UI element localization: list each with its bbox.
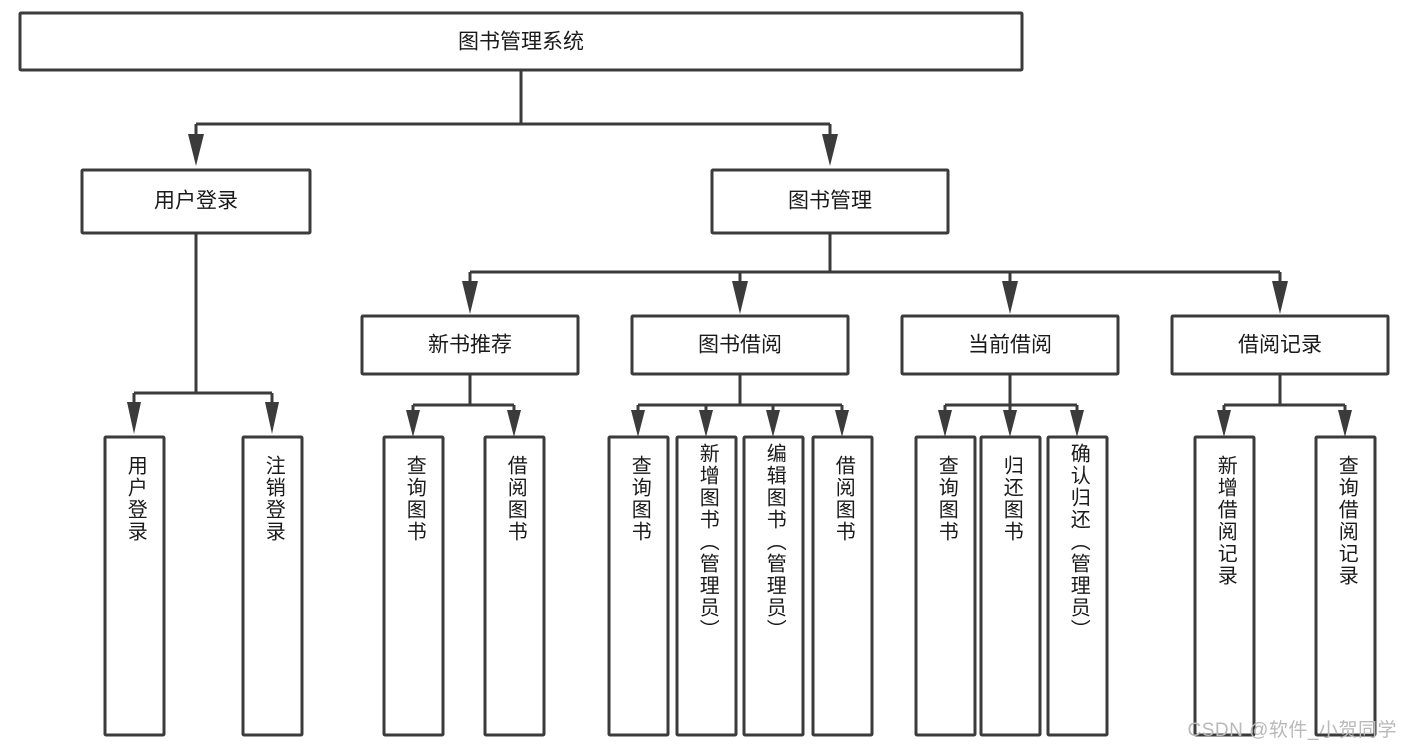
node-leaf-query-record[interactable] — [1314, 435, 1377, 737]
node-book-borrow[interactable] — [630, 314, 850, 376]
arrow-head-leaf-confirm-return — [1070, 410, 1084, 437]
node-leaf-query-book-3[interactable] — [914, 435, 977, 737]
arrow-head-new-book-rec — [462, 281, 478, 314]
arrow-head-leaf-borrow-book-1 — [507, 410, 521, 437]
arrow-head-leaf-query-book-3 — [938, 410, 952, 437]
arrow-head-leaf-query-book-1 — [406, 410, 420, 437]
node-root[interactable] — [18, 11, 1024, 72]
arrow-head-leaf-edit-book — [766, 410, 780, 437]
node-user-login[interactable] — [80, 168, 312, 235]
node-leaf-add-book[interactable] — [675, 435, 738, 737]
node-new-book-rec[interactable] — [360, 314, 580, 376]
node-leaf-borrow-book-1[interactable] — [483, 435, 546, 737]
node-layer: 图书管理系统 用户登录 图书管理 新书推荐 图书借阅 当前借阅 借阅记录 — [18, 11, 1390, 737]
node-book-manage-label: 图书管理 — [788, 190, 872, 213]
arrow-head-user-login — [188, 134, 204, 166]
node-leaf-user-login[interactable] — [103, 435, 166, 737]
node-new-book-rec-label: 新书推荐 — [428, 334, 512, 357]
arrow-head-book-borrow — [732, 281, 748, 314]
arrow-head-current-borrow — [1002, 281, 1018, 314]
arrow-head-leaf-user-login — [127, 402, 141, 434]
node-borrow-record[interactable] — [1170, 314, 1390, 376]
node-leaf-query-book-1[interactable] — [382, 435, 445, 737]
arrow-head-leaf-add-book — [699, 410, 713, 437]
arrow-head-leaf-return-book — [1003, 410, 1017, 437]
node-root-label: 图书管理系统 — [458, 31, 584, 54]
arrow-head-leaf-query-record — [1338, 410, 1352, 437]
arrow-head-leaf-add-record — [1217, 410, 1231, 437]
node-user-login-label: 用户登录 — [154, 190, 238, 213]
arrow-head-leaf-query-book-2 — [631, 410, 645, 437]
node-current-borrow-label: 当前借阅 — [968, 334, 1052, 357]
node-book-borrow-label: 图书借阅 — [698, 334, 782, 357]
node-leaf-logout-login[interactable] — [241, 435, 304, 737]
node-current-borrow[interactable] — [900, 314, 1120, 376]
node-leaf-confirm-return[interactable] — [1046, 435, 1109, 737]
node-leaf-return-book[interactable] — [979, 435, 1042, 737]
node-leaf-edit-book[interactable] — [742, 435, 805, 737]
node-borrow-record-label: 借阅记录 — [1238, 334, 1322, 357]
csdn-watermark: CSDN @软件_小贺同学 — [1187, 720, 1397, 741]
connector-layer — [127, 70, 1352, 437]
node-leaf-borrow-book-2[interactable] — [811, 435, 874, 737]
node-leaf-query-book-2[interactable] — [607, 435, 670, 737]
arrow-head-book-manage — [822, 134, 838, 166]
arrow-head-leaf-logout-login — [265, 402, 279, 434]
arrow-head-borrow-record — [1272, 281, 1288, 314]
arrow-head-leaf-borrow-book-2 — [835, 410, 849, 437]
node-leaf-add-record[interactable] — [1193, 435, 1256, 737]
node-book-manage[interactable] — [710, 168, 950, 235]
